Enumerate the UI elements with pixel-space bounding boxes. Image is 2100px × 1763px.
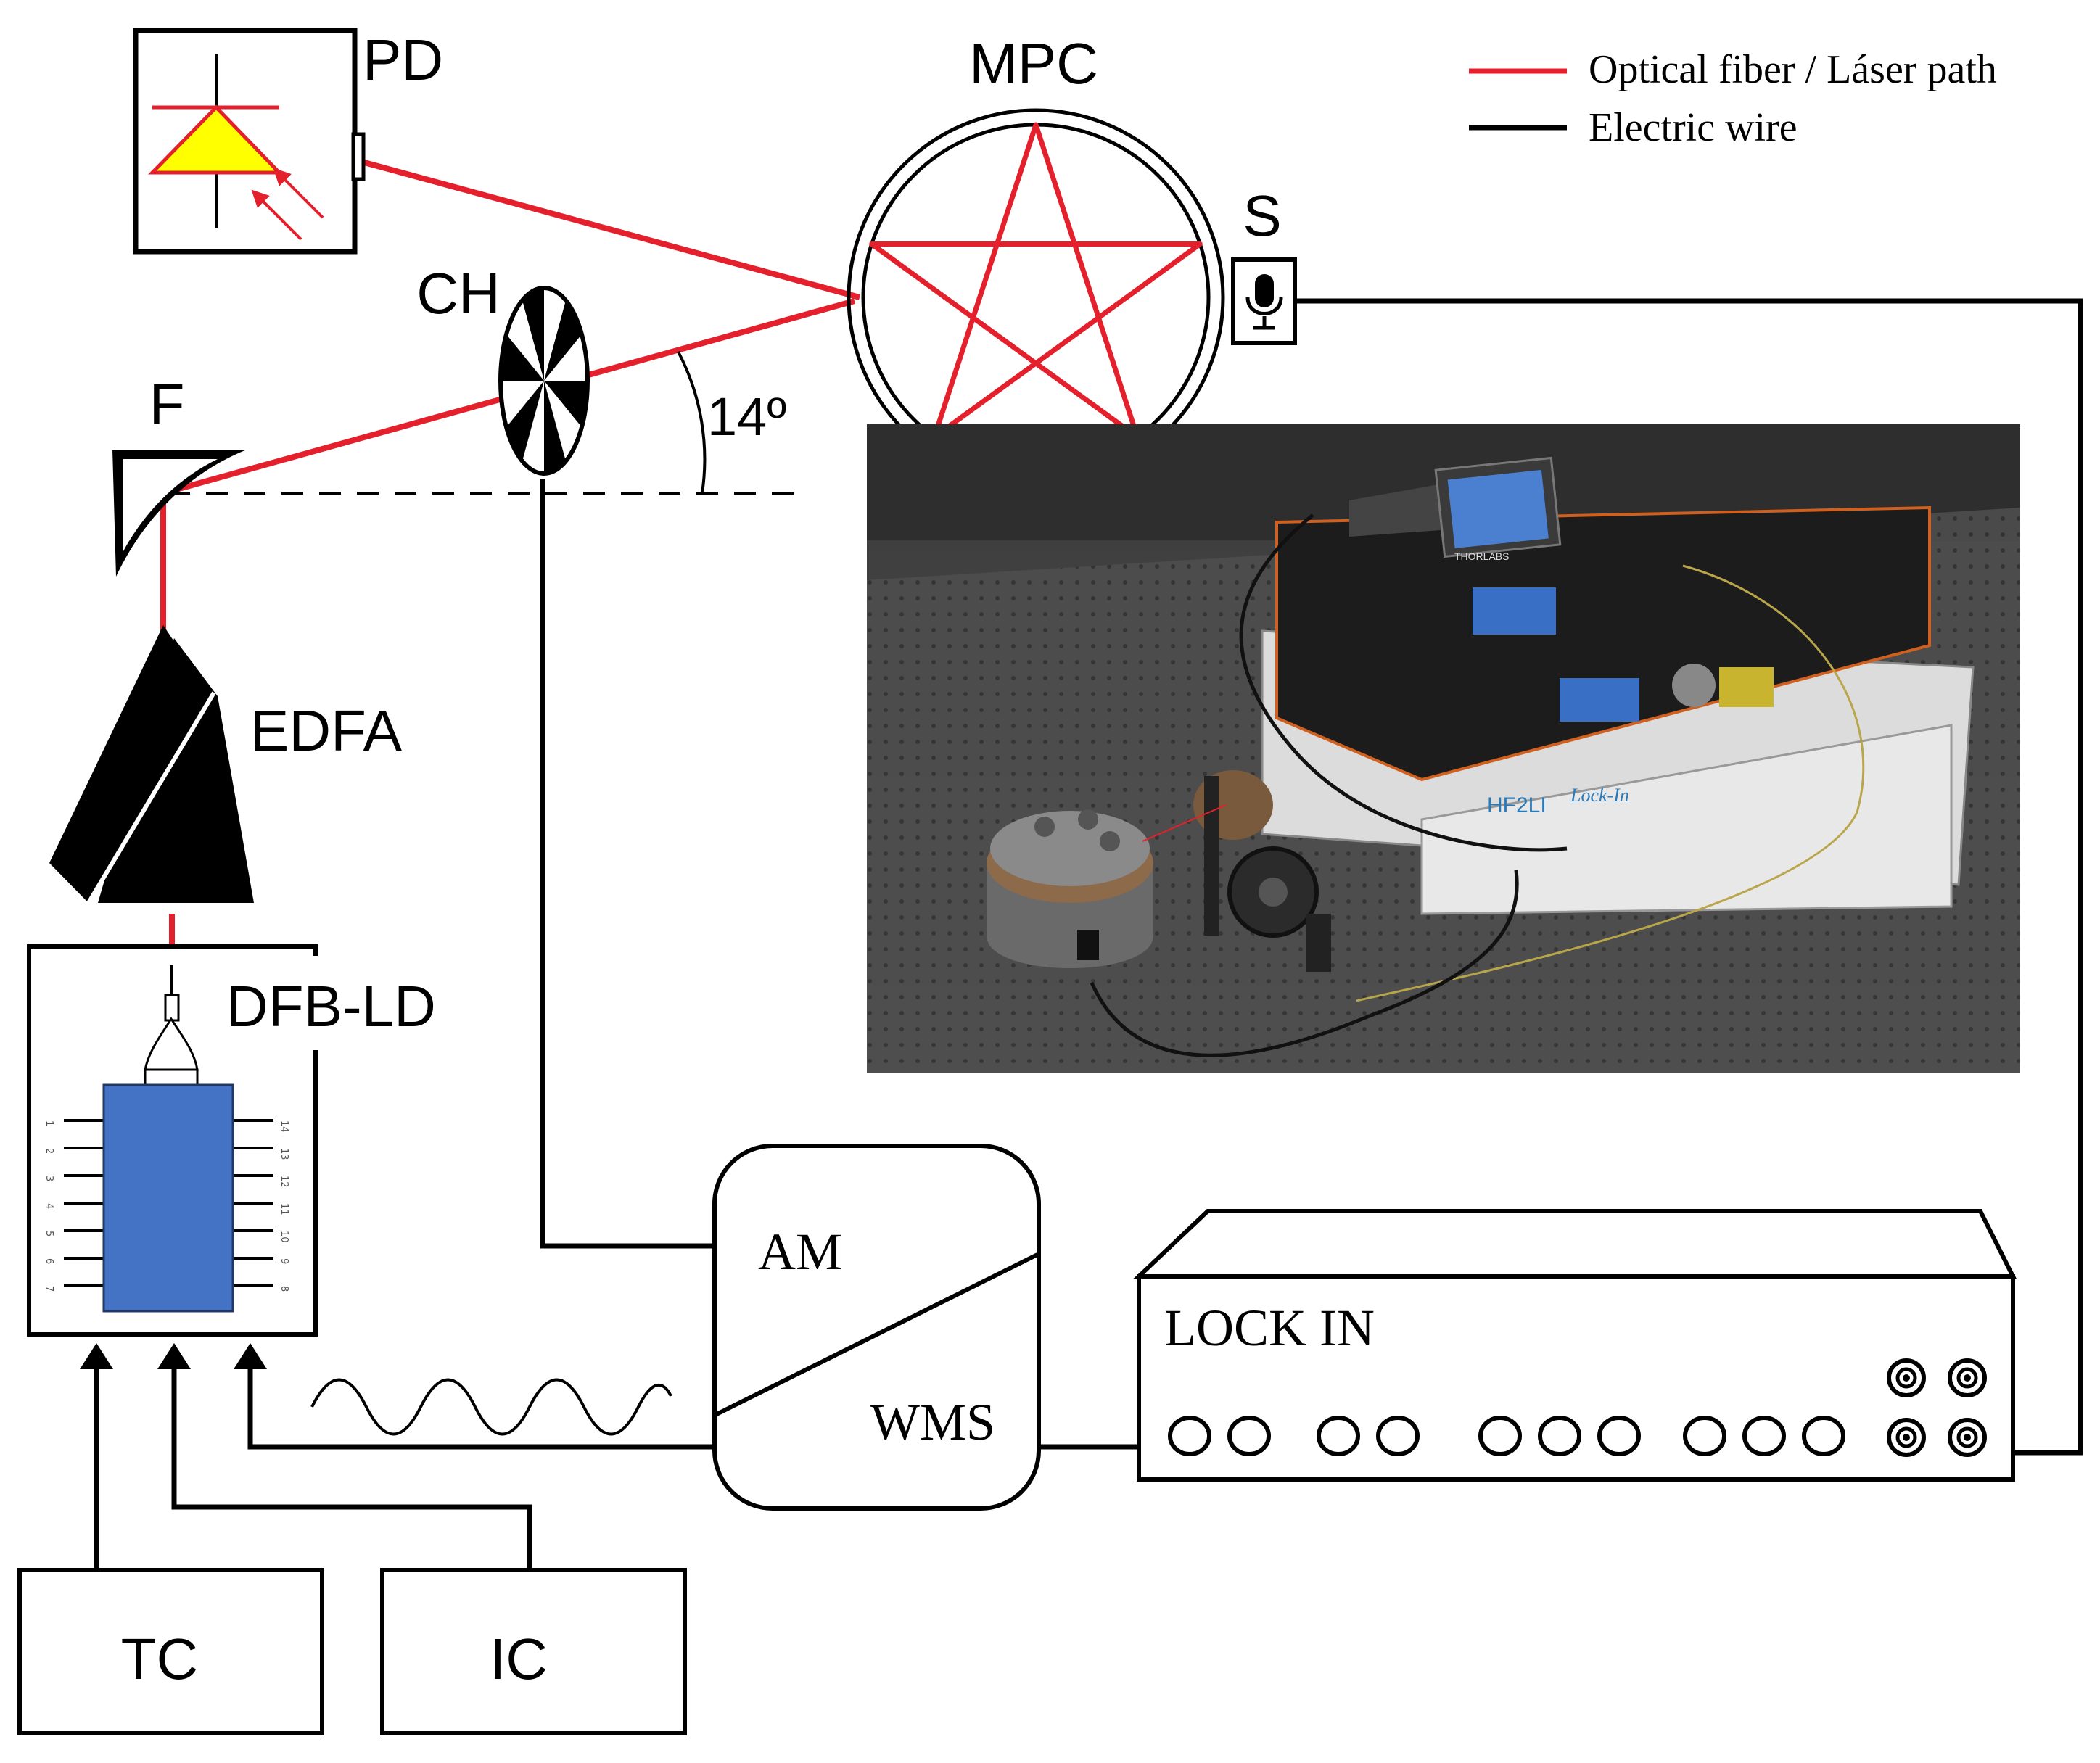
wire-wms-dfb (247, 1363, 715, 1450)
photo-brand-label: HF2LI (1487, 793, 1547, 817)
angle-arc (677, 351, 707, 494)
wms-label: WMS (870, 1393, 995, 1451)
chopper: CH (416, 261, 590, 476)
dfb-pin-number: 2 (44, 1148, 54, 1154)
photo-rack: HF2LI Lock-In THORLABS (1261, 456, 1975, 915)
edfa-label: EDFA (250, 698, 403, 763)
legend-optical-label: Optical fiber / Láser path (1589, 47, 1997, 92)
am-wms-box: AM WMS (712, 1144, 1041, 1511)
lockin-port (1317, 1416, 1360, 1456)
photodiode-icon (148, 54, 324, 241)
microphone-sensor: S (1231, 183, 1297, 345)
chopper-blade (544, 381, 566, 474)
lockin-port (1376, 1416, 1420, 1456)
lockin-bnc-pin (1964, 1374, 1971, 1382)
chopper-blade (501, 334, 544, 381)
lockin-label: LOCK IN (1164, 1299, 1375, 1357)
wire-mic-lockin (1295, 298, 2083, 1456)
laser-path (160, 158, 861, 946)
dfb-pin-number: 5 (44, 1231, 54, 1236)
dfb-pins: 1 14 2 13 3 12 4 11 5 10 6 9 7 8 (44, 1119, 289, 1292)
chopper-blade (544, 300, 582, 381)
dfb-pin-number: 10 (279, 1231, 289, 1243)
lockin-port (1802, 1416, 1845, 1456)
dfb-pin-number: 14 (279, 1120, 289, 1133)
dfb-pin-number: 9 (279, 1258, 289, 1264)
lockin-port (1168, 1416, 1211, 1456)
dfb-input-arrows (80, 1343, 267, 1369)
photo-chopper (1193, 770, 1331, 972)
electric-wires (94, 298, 2083, 1570)
chopper-blade (522, 288, 544, 381)
filter-mirror: F (112, 372, 247, 577)
photodiode-box: PD (133, 28, 443, 255)
lockin-bnc-pin (1964, 1434, 1971, 1441)
microphone-icon (1245, 274, 1283, 330)
laser-chip-body (102, 1083, 234, 1313)
ic-box: IC (380, 1568, 687, 1735)
beam-mpc-pd (358, 158, 861, 300)
dfb-pin-number: 8 (279, 1286, 289, 1292)
photo-thorlabs-label: THORLABS (1454, 550, 1509, 562)
modulation-sine (310, 1378, 672, 1436)
lockin-port (1597, 1416, 1641, 1456)
photo-cell (987, 809, 1153, 968)
dfb-pin-number: 11 (279, 1203, 289, 1215)
dfb-label: DFB-LD (226, 974, 436, 1039)
lockin-port (1538, 1416, 1581, 1456)
lockin-bnc-pin (1903, 1434, 1910, 1441)
lockin-port (1742, 1416, 1786, 1456)
pd-label: PD (363, 28, 443, 92)
mpc-cell: MPC (847, 31, 1225, 487)
lockin-port (1478, 1416, 1522, 1456)
dfb-pin-number: 7 (44, 1286, 54, 1292)
legend: Optical fiber / Láser path Electric wire (1469, 47, 1997, 150)
lockin-port (1683, 1416, 1726, 1456)
angle-label: 14º (707, 387, 786, 447)
mpc-star-pattern (869, 122, 1203, 439)
wire-ic-dfb (171, 1363, 532, 1570)
tc-label: TC (121, 1627, 199, 1691)
tc-box: TC (17, 1568, 324, 1735)
dfb-pin-number: 12 (279, 1176, 289, 1188)
arrow-mod (234, 1343, 267, 1369)
wire-chopper-am (540, 479, 715, 1249)
dfb-pin-number: 13 (279, 1148, 289, 1160)
arrow-ic (157, 1343, 191, 1369)
chopper-wheel-icon (501, 288, 588, 474)
s-label: S (1243, 183, 1281, 248)
mpc-label: MPC (969, 31, 1098, 96)
edfa-amplifier: EDFA (49, 625, 403, 904)
dfb-laser: 1 14 2 13 3 12 4 11 5 10 6 9 7 8 DFB-LD (27, 944, 436, 1337)
dfb-pin-number: 6 (44, 1258, 54, 1264)
dfb-pin-number: 3 (44, 1176, 54, 1181)
chopper-blade (544, 381, 588, 427)
dfb-pin-number: 1 (44, 1120, 54, 1126)
lockin-ports (1168, 1358, 1987, 1457)
dfb-pin-number: 4 (44, 1203, 54, 1209)
lockin-port (1227, 1416, 1271, 1456)
am-label: AM (758, 1223, 842, 1281)
ch-label: CH (416, 261, 501, 326)
lockin-bnc-pin (1903, 1374, 1910, 1382)
f-label: F (149, 372, 185, 437)
lockin-instrument: LOCK IN (1133, 1209, 2017, 1482)
ic-label: IC (490, 1627, 548, 1691)
photo-model-label: Lock-In (1570, 785, 1629, 806)
legend-electric-label: Electric wire (1589, 105, 1798, 150)
chopper-blade (506, 381, 544, 461)
arrow-tc (80, 1343, 113, 1369)
setup-photo: HF2LI Lock-In THORLABS (867, 424, 2020, 1073)
